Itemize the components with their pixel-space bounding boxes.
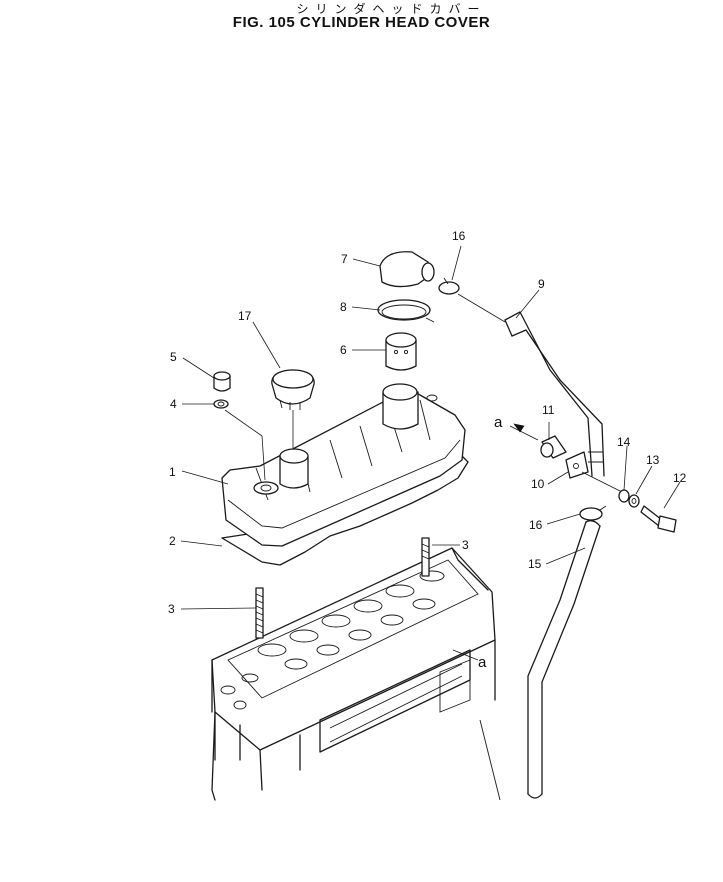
- drain-pipe: [527, 520, 601, 799]
- callout-9: 9: [538, 277, 545, 291]
- callout-7: 7: [341, 252, 348, 266]
- figure-title: FIG. 105 CYLINDER HEAD COVER: [232, 14, 491, 31]
- callout-13: 13: [646, 453, 660, 467]
- callout-3-left: 3: [168, 602, 175, 616]
- callout-8: 8: [340, 300, 347, 314]
- stud-bolt-left: [255, 587, 264, 639]
- cylinder-head-cover: [221, 383, 466, 547]
- plain-washer: [628, 494, 640, 508]
- figure-title-japanese: シリンダヘッドカバー: [296, 2, 487, 16]
- callout-17: 17: [238, 309, 252, 323]
- callout-2: 2: [169, 534, 176, 548]
- callout-10: 10: [531, 477, 545, 491]
- callout-1: 1: [169, 465, 176, 479]
- pipe-connector: [540, 435, 567, 459]
- callout-6: 6: [340, 343, 347, 357]
- callout-5: 5: [170, 350, 177, 364]
- callout-3-right: 3: [462, 538, 469, 552]
- washer: [213, 399, 229, 409]
- spring-washer: [618, 489, 630, 503]
- callout-16-top: 16: [452, 229, 466, 243]
- callout-4: 4: [170, 397, 177, 411]
- callout-labels: 1 2 3 3 4 5 6 7 8 9 10 11 12 13 14 15 16…: [168, 229, 687, 671]
- oil-filler-cap: [271, 369, 315, 410]
- hose-clamp-small-lower: [579, 505, 607, 521]
- reference-a-upper: a: [494, 414, 503, 431]
- hose-clamp-large: [377, 299, 435, 323]
- cap-nut: [213, 371, 231, 392]
- callout-15: 15: [528, 557, 542, 571]
- elbow-hose: [379, 251, 435, 288]
- bolt: [640, 505, 677, 533]
- callout-12: 12: [673, 471, 687, 485]
- mounting-bracket: [565, 451, 623, 493]
- callout-11: 11: [542, 403, 555, 417]
- callout-16-middle: 16: [529, 518, 543, 532]
- stud-bolt-right: [421, 537, 430, 577]
- cylinder-head-block: [211, 547, 501, 801]
- leader-lines: [180, 245, 681, 661]
- reference-a-lower: a: [478, 654, 487, 671]
- breather-pipe: [457, 293, 605, 477]
- hose-clamp-small-upper: [438, 277, 460, 295]
- callout-14: 14: [617, 435, 631, 449]
- breather-body: [385, 332, 417, 371]
